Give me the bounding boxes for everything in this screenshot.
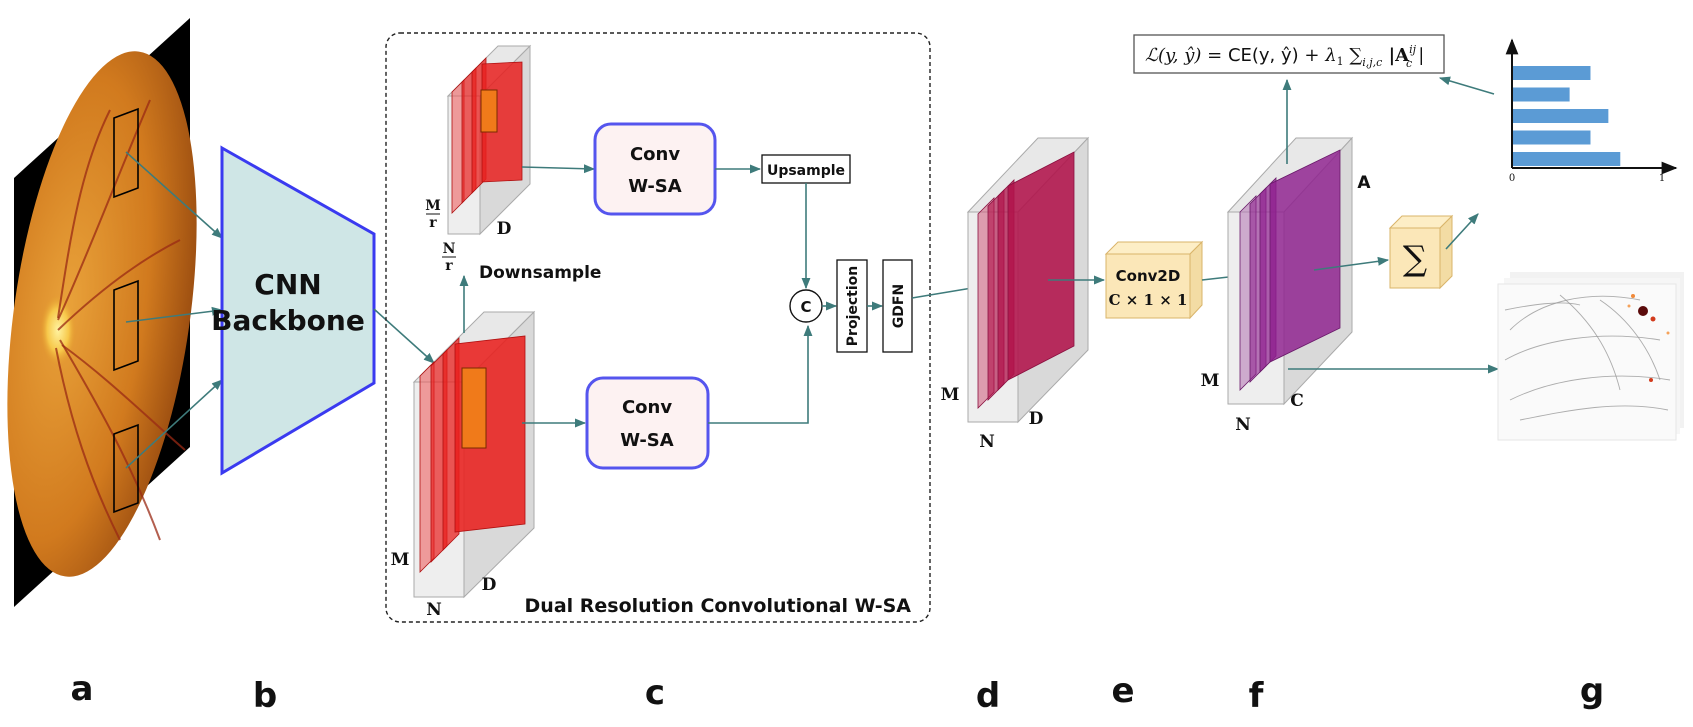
chart-bar-5 bbox=[1513, 152, 1621, 166]
small-window-patch bbox=[480, 89, 498, 133]
conv2d-block: Conv2D C × 1 × 1 bbox=[1104, 240, 1204, 320]
panel-labels: a b c d e f g bbox=[71, 669, 1605, 716]
loss-abs-open: |A bbox=[1382, 45, 1410, 66]
gdfn-label: GDFN bbox=[891, 284, 907, 328]
projection-box bbox=[836, 259, 868, 353]
small-dims-n: N r bbox=[442, 241, 456, 274]
block-f-n: N bbox=[1235, 415, 1251, 435]
loss-box bbox=[1133, 34, 1445, 74]
sum-symbol: ∑ bbox=[1403, 239, 1427, 279]
svg-text:N: N bbox=[443, 241, 456, 257]
panel-label-d: d bbox=[976, 676, 1000, 716]
fundus-patch-top bbox=[113, 107, 139, 199]
lesion-orange-3 bbox=[1666, 331, 1670, 335]
arrow-sum-to-chart bbox=[1445, 213, 1479, 250]
chart-tick-0: 0 bbox=[1509, 173, 1515, 184]
loss-lhs: ℒ(y, ŷ) bbox=[1145, 45, 1201, 66]
lesion-red-2 bbox=[1649, 378, 1653, 382]
loss-sum: ∑ bbox=[1344, 45, 1363, 66]
large-feature-map: M N D bbox=[391, 310, 536, 620]
lesion-orange-1 bbox=[1631, 294, 1635, 298]
arrow-conv-bottom-to-concat bbox=[708, 324, 813, 424]
loss-a-sub: c bbox=[1406, 57, 1412, 70]
backbone-label-line1: CNN bbox=[254, 268, 321, 301]
svg-text:r: r bbox=[429, 215, 437, 231]
lesion-dark bbox=[1638, 306, 1648, 316]
fundus-patch-bottom bbox=[113, 423, 139, 514]
gdfn-box bbox=[882, 259, 913, 353]
fundus-patch-middle bbox=[113, 279, 139, 372]
large-window-patch bbox=[461, 367, 487, 449]
loss-ce: CE(y, ŷ) bbox=[1228, 45, 1299, 66]
sum-block: ∑ bbox=[1388, 214, 1454, 290]
small-dims-d: D bbox=[497, 219, 512, 239]
bar-chart: 0 1 bbox=[1505, 38, 1678, 184]
lesion-red-1 bbox=[1650, 316, 1656, 322]
dual-module-title: Dual Resolution Convolutional W-SA bbox=[525, 595, 912, 617]
loss-plus: + bbox=[1299, 45, 1326, 66]
arrow-small-to-conv bbox=[521, 164, 596, 174]
conv-wsa-bottom-line2: W-SA bbox=[620, 430, 673, 451]
block-f-a: A bbox=[1357, 173, 1371, 193]
upsample-label: Upsample bbox=[767, 163, 845, 179]
arrow-chart-to-loss bbox=[1438, 76, 1495, 95]
panel-label-g: g bbox=[1580, 671, 1604, 711]
loss-a-sup: ij bbox=[1409, 43, 1417, 56]
chart-bar-3 bbox=[1513, 109, 1609, 123]
loss-abs-close: | bbox=[1418, 45, 1424, 66]
attention-map-stack bbox=[1497, 272, 1684, 441]
conv-wsa-top bbox=[593, 122, 717, 216]
loss-sum-sub: i,j,c bbox=[1362, 56, 1382, 69]
downsample-label: Downsample bbox=[479, 263, 601, 283]
loss-lambda-sub: 1 bbox=[1337, 55, 1344, 68]
conv-wsa-top-line1: Conv bbox=[630, 144, 680, 165]
block-f-c: C bbox=[1290, 391, 1304, 411]
chart-bar-1 bbox=[1513, 66, 1591, 80]
panel-label-e: e bbox=[1111, 671, 1134, 711]
large-dims-n: N bbox=[426, 600, 442, 620]
dual-module-border bbox=[385, 32, 931, 623]
conv-wsa-bottom-line1: Conv bbox=[622, 397, 672, 418]
loss-eq: = bbox=[1201, 45, 1228, 66]
panel-label-b: b bbox=[253, 676, 277, 716]
arrows-fundus-to-backbone bbox=[125, 151, 224, 469]
small-feature-map: M r N r D bbox=[425, 44, 532, 274]
chart-tick-1: 1 bbox=[1659, 173, 1665, 184]
upsample-box bbox=[761, 154, 851, 184]
conv-wsa-bottom bbox=[585, 376, 710, 470]
projection-label: Projection bbox=[845, 266, 861, 346]
chart-bar-2 bbox=[1513, 87, 1570, 102]
conv-wsa-top-line2: W-SA bbox=[628, 176, 681, 197]
panel-label-f: f bbox=[1249, 676, 1265, 716]
large-dims-m: M bbox=[391, 550, 410, 570]
block-f-m: M bbox=[1201, 371, 1220, 391]
fundus-image bbox=[7, 18, 197, 607]
panel-label-c: c bbox=[645, 673, 665, 713]
attention-block-f: A M N C bbox=[1201, 136, 1371, 435]
chart-bar-4 bbox=[1513, 130, 1591, 145]
concat-label: C bbox=[800, 298, 811, 316]
small-dims-m: M r bbox=[425, 198, 441, 231]
conv2d-label-line1: Conv2D bbox=[1116, 267, 1181, 285]
vessel-outline bbox=[1504, 294, 1671, 421]
panel-label-a: a bbox=[71, 669, 94, 709]
large-dims-d: D bbox=[482, 575, 497, 595]
cnn-backbone: CNN Backbone bbox=[211, 145, 376, 476]
backbone-label-line2: Backbone bbox=[211, 304, 365, 337]
arrow-attention-to-sum bbox=[1313, 256, 1390, 271]
svg-text:M: M bbox=[425, 198, 441, 214]
feature-block-d: M N D bbox=[941, 136, 1090, 452]
block-d-n: N bbox=[979, 432, 995, 452]
block-d-d: D bbox=[1029, 409, 1044, 429]
loss-lambda: λ bbox=[1324, 45, 1336, 66]
arrow-backbone-to-dual bbox=[373, 308, 435, 364]
lesion-orange-2 bbox=[1627, 304, 1631, 308]
conv2d-label-line2: C × 1 × 1 bbox=[1109, 291, 1188, 309]
dual-resolution-module: Dual Resolution Convolutional W-SA M r N… bbox=[385, 32, 931, 623]
block-d-m: M bbox=[941, 385, 960, 405]
svg-text:r: r bbox=[445, 258, 453, 274]
